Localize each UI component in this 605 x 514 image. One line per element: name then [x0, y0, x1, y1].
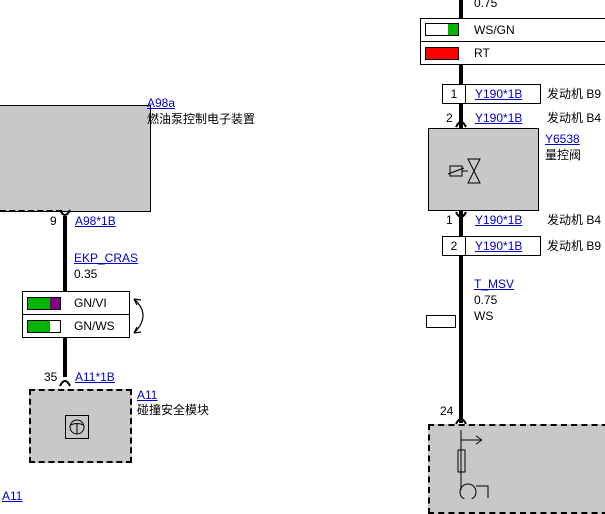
quantity-valve-block	[428, 128, 539, 211]
connector-box	[465, 236, 541, 256]
connector-desc: 发动机 B9	[547, 87, 602, 101]
wire-color-row	[420, 41, 605, 65]
pin-marker-icon	[455, 418, 467, 425]
connector-label[interactable]: Y190*1B	[475, 87, 523, 101]
wire-signal-label[interactable]: T_MSV	[474, 277, 515, 291]
connector-desc: 发动机 B4	[547, 213, 602, 227]
pin-marker-icon	[455, 121, 467, 128]
steering-wheel-icon	[69, 419, 85, 435]
wire-color-code: RT	[474, 46, 490, 60]
wire-color-code: GN/WS	[74, 319, 115, 333]
connector-label[interactable]: Y190*1B	[475, 213, 523, 227]
pin-number-box: 1	[442, 84, 466, 104]
pin-number-box: 2	[442, 236, 466, 256]
pin-number: 9	[50, 214, 57, 228]
wire-gauge-label: 0.35	[74, 267, 98, 281]
crash-module-name: 碰撞安全模块	[137, 403, 210, 417]
solenoid-valve-icon	[447, 158, 481, 184]
crash-safety-module-block	[29, 389, 132, 463]
pin-number: 1	[446, 213, 453, 227]
driver-circuit-icon	[457, 430, 489, 499]
wire-signal-label[interactable]: EKP_CRAS	[74, 251, 139, 265]
connector-desc: 发动机 B9	[547, 239, 602, 253]
top-gauge-label: 0.75	[474, 0, 498, 10]
bottom-cut-label[interactable]: A11	[2, 489, 23, 503]
pin-number: 24	[440, 404, 454, 418]
color-swatch-gn-vi	[27, 297, 61, 310]
fuel-pump-ecu-dash-edge	[0, 210, 62, 212]
wire-gauge-label: 0.75	[474, 293, 498, 307]
wire-color-code: WS	[474, 309, 494, 323]
wire-color-code: GN/VI	[74, 296, 107, 310]
color-swatch-gn-ws	[27, 320, 61, 333]
pin-marker-icon	[59, 209, 71, 216]
connector-label[interactable]: A11*1B	[75, 370, 115, 384]
valve-id[interactable]: Y6538	[545, 132, 580, 146]
connector-box	[465, 84, 541, 104]
wire-color-code: WS/GN	[474, 23, 515, 37]
crash-module-inner-box	[65, 415, 89, 439]
pin-marker-icon	[455, 211, 467, 218]
connector-label[interactable]: Y190*1B	[475, 239, 523, 253]
connector-label[interactable]: Y190*1B	[475, 111, 523, 125]
connector-label[interactable]: A98*1B	[75, 214, 116, 228]
fuel-pump-ecu-name: 燃油泵控制电子装置	[147, 112, 256, 126]
pin-number: 2	[446, 111, 453, 125]
twisted-pair-arrow-icon	[133, 298, 144, 334]
fuel-pump-ecu-block	[0, 105, 151, 212]
pin-number: 35	[44, 370, 58, 384]
connector-desc: 发动机 B4	[547, 111, 602, 125]
color-swatch-ws	[426, 315, 456, 328]
color-swatch-ws-gn	[425, 23, 459, 36]
pin-marker-icon	[59, 380, 71, 387]
color-swatch-rt	[425, 47, 459, 60]
valve-name: 量控阀	[545, 148, 582, 162]
wire-right	[459, 0, 463, 423]
crash-module-id[interactable]: A11	[137, 388, 158, 402]
fuel-pump-ecu-id[interactable]: A98a	[147, 96, 176, 110]
